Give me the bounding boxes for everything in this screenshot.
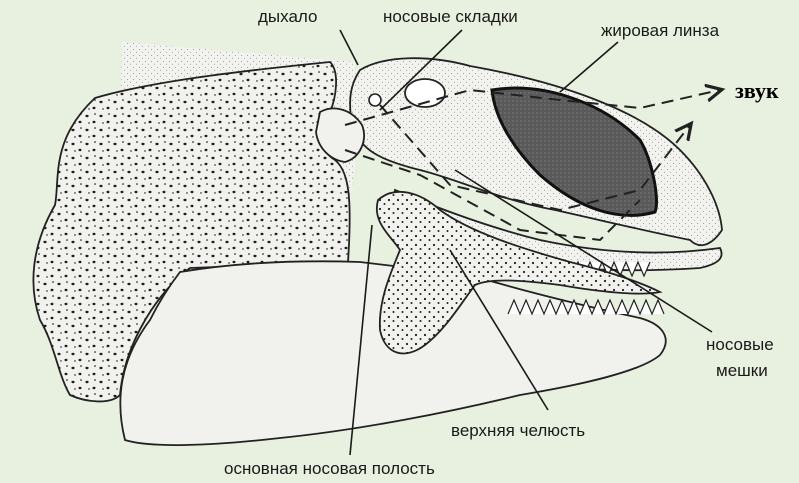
label-blowhole: дыхало — [258, 7, 317, 26]
label-upper-jaw: верхняя челюсть — [451, 421, 585, 440]
label-nasal-sacs-1: носовые — [706, 335, 774, 354]
nasal-fold-small — [369, 94, 381, 106]
label-sound: звук — [735, 78, 779, 103]
leader-blowhole — [340, 30, 358, 65]
leader-fat-lens — [560, 42, 618, 92]
label-fat-lens: жировая линза — [601, 21, 720, 40]
label-nasal-folds: носовые складки — [383, 7, 518, 26]
label-main-cavity: основная носовая полость — [224, 459, 435, 478]
label-nasal-sacs-2: мешки — [716, 361, 768, 380]
